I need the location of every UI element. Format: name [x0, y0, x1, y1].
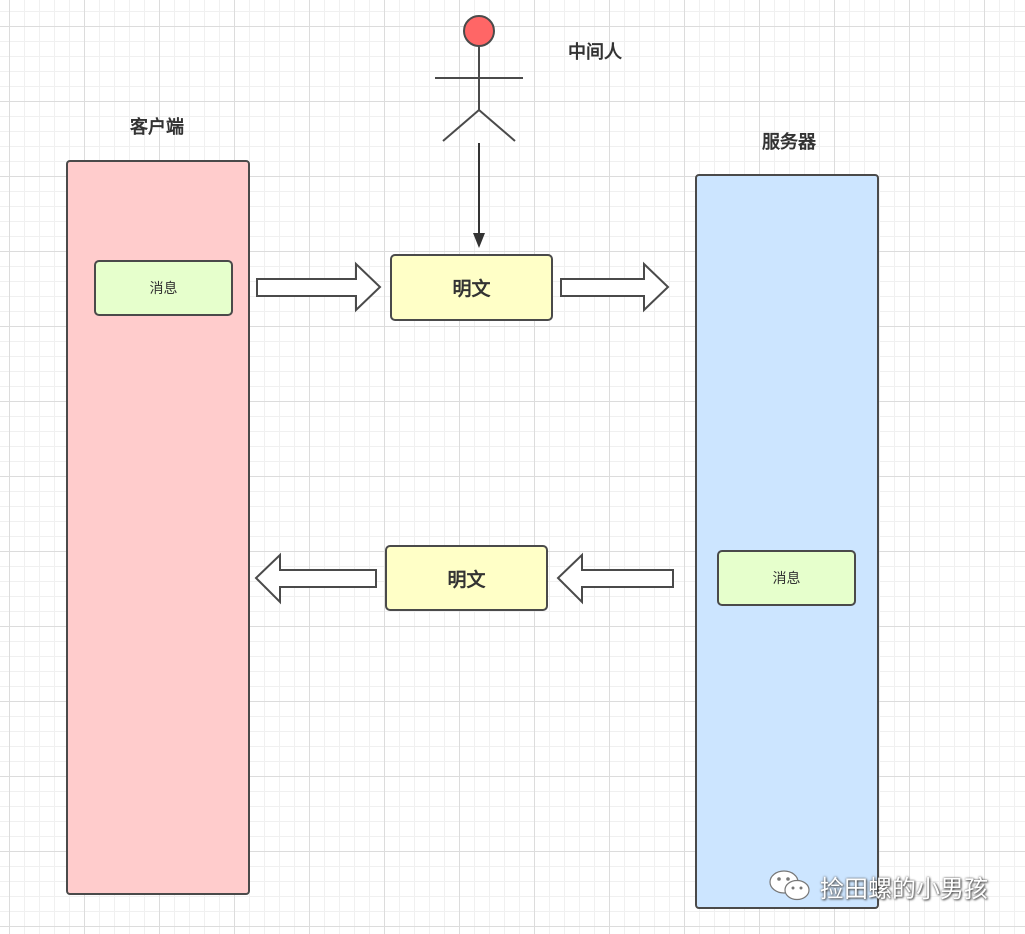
- middleman-actor-icon: [435, 15, 523, 142]
- watermark: 捡田螺的小男孩: [768, 868, 988, 904]
- client-panel: 消息: [66, 160, 250, 895]
- wechat-icon: [769, 870, 810, 901]
- server-message-box[interactable]: 消息: [717, 550, 856, 606]
- watermark-text: 捡田螺的小男孩: [820, 874, 988, 903]
- response-arrow-right: [556, 552, 674, 605]
- intercept-arrow: [473, 143, 485, 248]
- server-label: 服务器: [762, 132, 816, 153]
- client-label: 客户端: [130, 117, 184, 138]
- plaintext-box-bottom[interactable]: 明文: [385, 545, 548, 611]
- middleman-label: 中间人: [568, 42, 622, 63]
- plaintext-box-top[interactable]: 明文: [390, 254, 553, 321]
- response-arrow-left: [254, 552, 377, 605]
- client-message-box[interactable]: 消息: [94, 260, 233, 316]
- request-arrow-left: [256, 261, 382, 313]
- server-panel: 消息: [695, 174, 879, 909]
- request-arrow-right: [560, 261, 670, 313]
